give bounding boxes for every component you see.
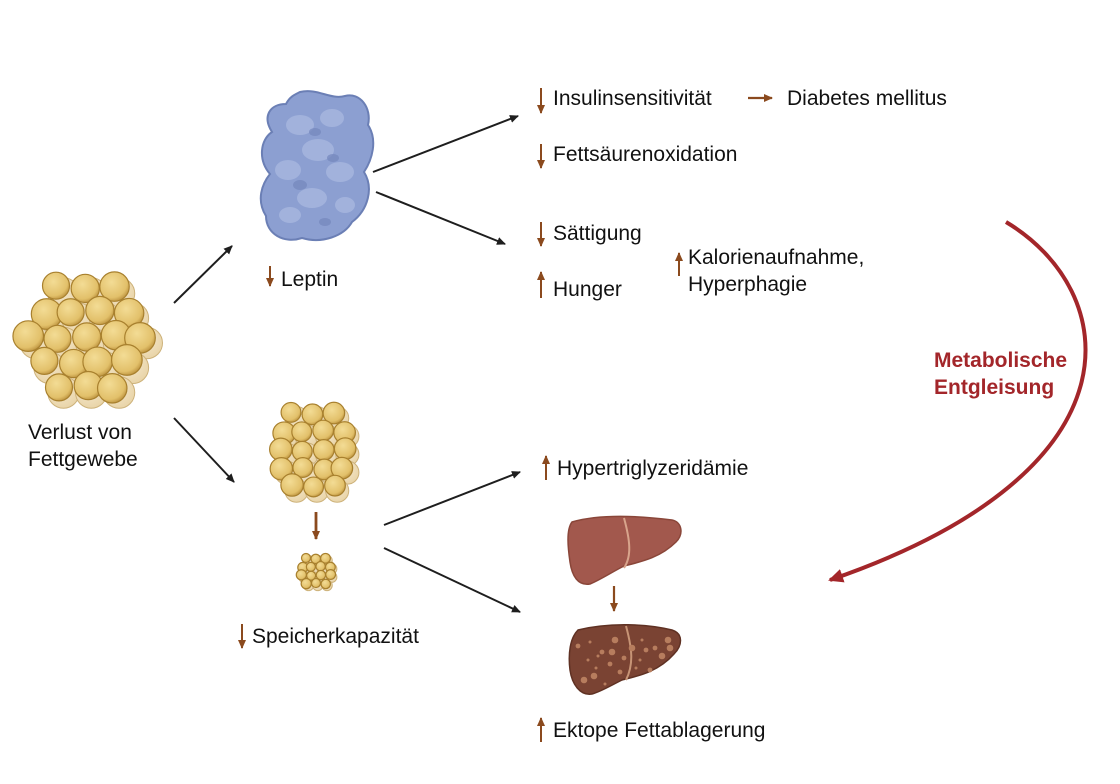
- fatty-liver-icon: [568, 624, 682, 695]
- fat-tissue-medium-icon: [269, 401, 360, 503]
- metabolic-label-line2: Entgleisung: [934, 376, 1055, 399]
- leptin-label: Leptin: [281, 268, 339, 291]
- insulin-label: Insulinsensitivität: [553, 87, 712, 110]
- satiety-label: Sättigung: [553, 222, 642, 245]
- leptin-protein-icon: [259, 90, 375, 241]
- liver-icon: [567, 515, 682, 585]
- calories-label-line1: Kalorienaufnahme,: [688, 246, 865, 269]
- fat-loss-label-line1: Verlust von: [28, 421, 132, 444]
- hunger-label: Hunger: [553, 278, 622, 301]
- fat-tissue-icon: [12, 271, 163, 409]
- connector-arrows: [173, 115, 521, 613]
- fatty-acid-label: Fettsäurenoxidation: [553, 143, 738, 166]
- indicator-arrows: [238, 88, 683, 742]
- fat-loss-label-line2: Fettgewebe: [28, 448, 138, 471]
- hypertrig-label: Hypertriglyzeridämie: [557, 457, 749, 480]
- storage-label: Speicherkapazität: [252, 625, 419, 648]
- fat-tissue-small-icon: [295, 552, 338, 592]
- calories-label-line2: Hyperphagie: [688, 273, 808, 296]
- brown-arrows: [312, 94, 773, 612]
- diabetes-label: Diabetes mellitus: [787, 87, 947, 110]
- metabolic-label-line1: Metabolische: [934, 349, 1068, 372]
- metabolic-derailment-arrow: [828, 220, 1088, 583]
- ectopic-label: Ektope Fettablagerung: [553, 719, 766, 742]
